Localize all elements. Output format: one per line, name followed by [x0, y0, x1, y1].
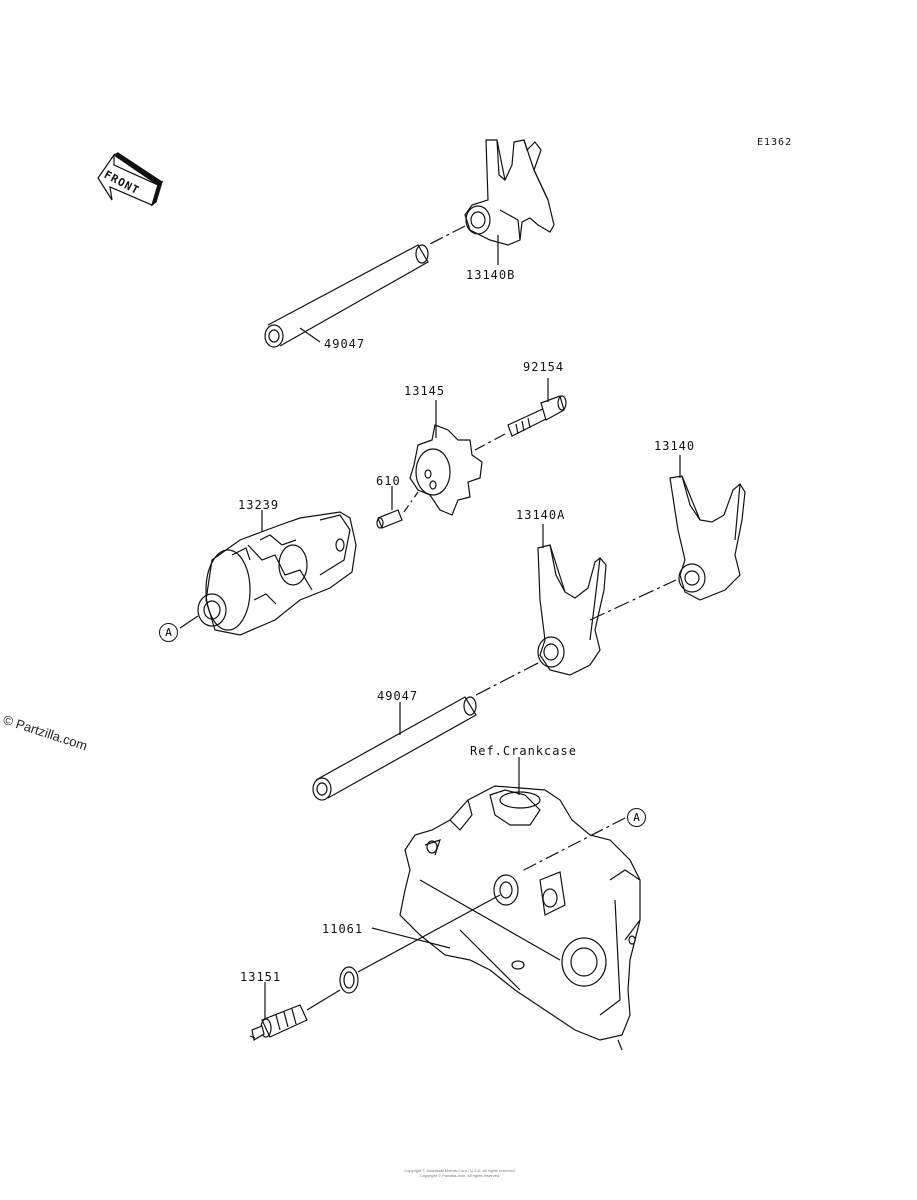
part-label-13140b: 13140B	[466, 268, 516, 282]
crankcase-section	[400, 786, 640, 1050]
part-label-49047-upper: 49047	[324, 337, 366, 351]
bolt-92154	[508, 396, 566, 436]
copyright-line-1: Copyright © Kawasaki Motors Corp., U.S.A…	[404, 1168, 516, 1173]
front-arrow-icon	[98, 153, 162, 205]
ref-mark-a-left: A	[159, 623, 178, 642]
part-label-13145: 13145	[404, 384, 446, 398]
shift-drum-13239	[198, 512, 356, 635]
shift-rod-lower	[313, 697, 476, 800]
ref-mark-a-right: A	[627, 808, 646, 827]
part-label-610: 610	[376, 474, 401, 488]
shift-fork-13140	[670, 476, 745, 600]
neutral-switch-13151	[250, 1005, 307, 1040]
pin-610	[377, 510, 402, 528]
part-label-49047-lower: 49047	[377, 689, 419, 703]
copyright-line-2: Copyright © Partzilla.com. All rights re…	[419, 1173, 501, 1178]
crankcase-reference-label: Ref.Crankcase	[470, 744, 577, 758]
shift-drum-stopper-13145	[410, 425, 482, 515]
shift-fork-13140b	[465, 140, 554, 245]
part-label-13151: 13151	[240, 970, 282, 984]
part-label-13239: 13239	[238, 498, 280, 512]
part-label-11061: 11061	[322, 922, 364, 936]
shift-fork-13140a	[538, 545, 606, 675]
o-ring-11061	[340, 967, 358, 993]
part-label-13140a: 13140A	[516, 508, 566, 522]
part-label-92154: 92154	[523, 360, 565, 374]
diagram-code: E1362	[757, 137, 793, 148]
part-label-13140: 13140	[654, 439, 696, 453]
shift-rod-upper	[265, 245, 428, 347]
copyright-footer: Copyright © Kawasaki Motors Corp., U.S.A…	[350, 1168, 570, 1178]
